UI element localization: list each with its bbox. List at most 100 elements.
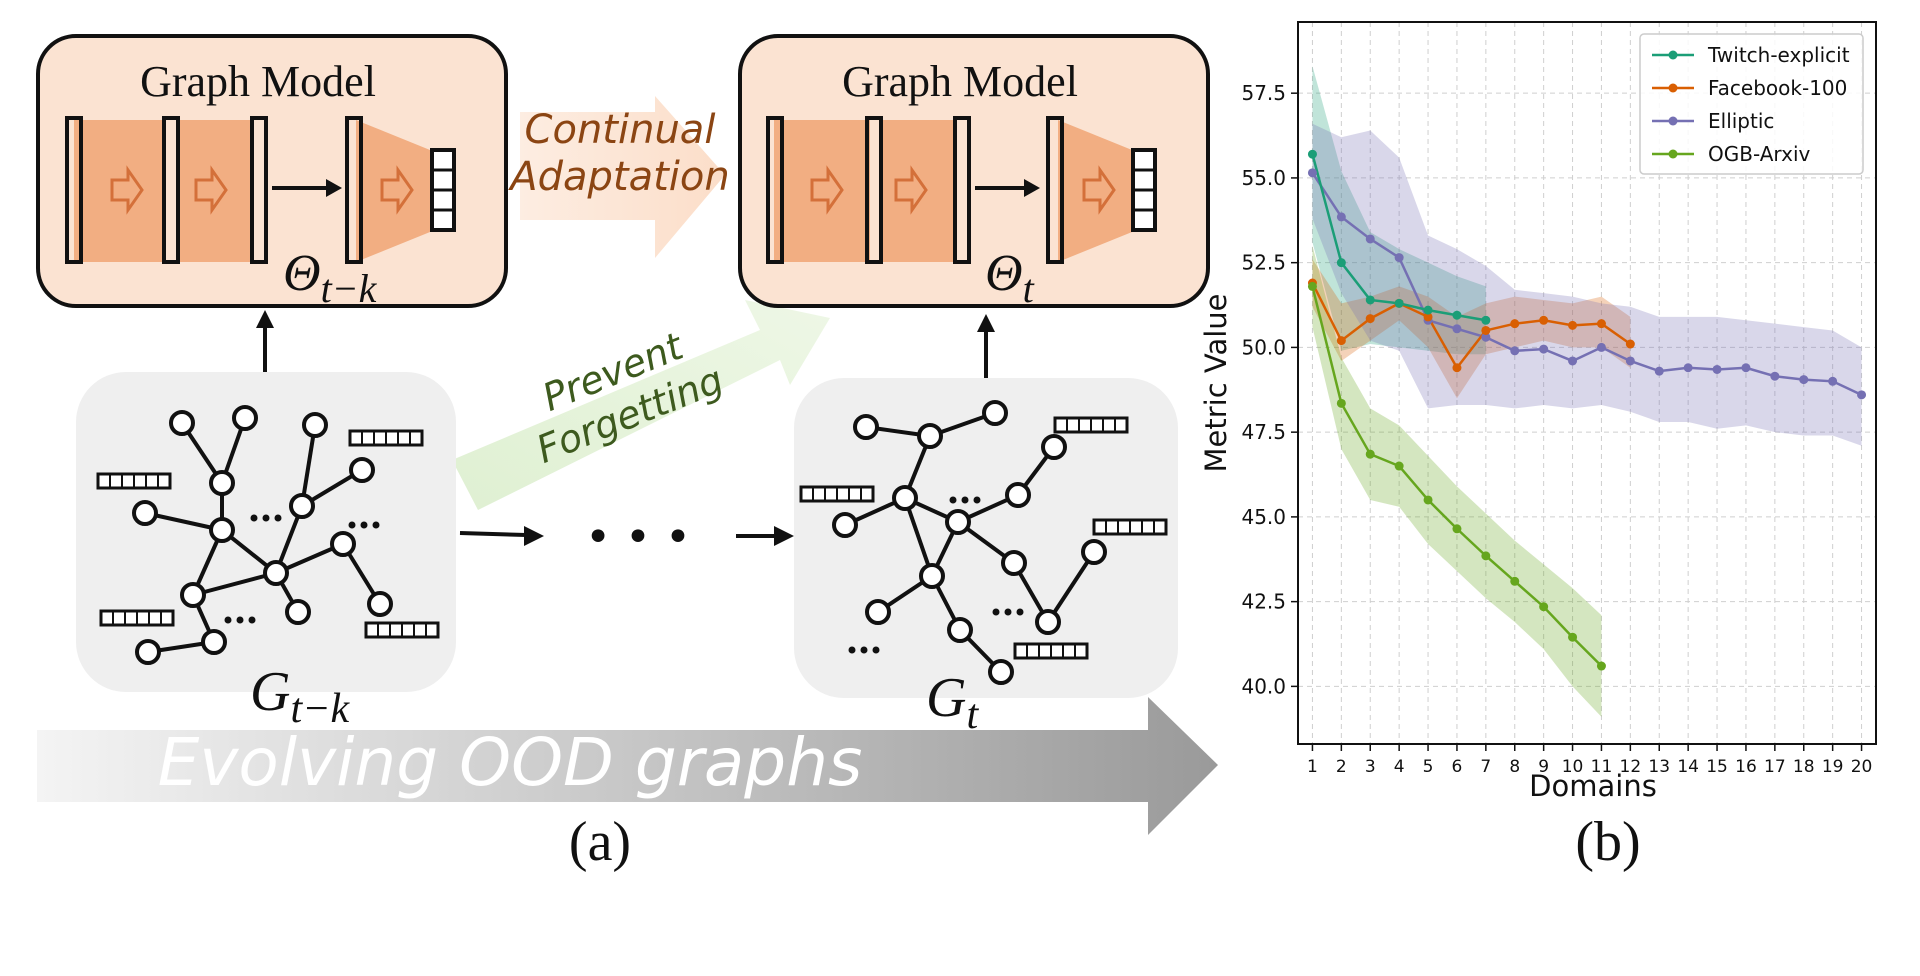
point-facebook-100	[1452, 363, 1462, 373]
point-elliptic	[1799, 375, 1809, 385]
chart-xlabel: Domains	[1529, 769, 1657, 803]
point-facebook-100	[1423, 312, 1433, 322]
point-elliptic	[1307, 168, 1317, 178]
x-tick-label: 5	[1423, 757, 1434, 777]
point-ogb-arxiv	[1452, 524, 1462, 534]
evolving-label: Evolving OOD graphs	[158, 724, 863, 801]
chart-ylabel: Metric Value	[1199, 293, 1233, 472]
chart-legend: Twitch-explicitFacebook-100EllipticOGB-A…	[1639, 33, 1864, 175]
point-elliptic	[1683, 363, 1693, 373]
point-ogb-arxiv	[1365, 449, 1375, 459]
band-facebook-100	[1312, 259, 1631, 399]
x-tick-label: 1	[1307, 757, 1318, 777]
x-tick-label: 11	[1591, 757, 1613, 777]
point-facebook-100	[1481, 325, 1491, 335]
point-elliptic	[1770, 371, 1780, 381]
sequence-arrow-2	[736, 526, 794, 546]
line-facebook-100	[1311, 282, 1632, 370]
x-tick-label: 14	[1677, 757, 1699, 777]
legend-label: Facebook-100	[1708, 76, 1847, 100]
prevent-forgetting-arrow	[452, 300, 830, 510]
point-elliptic	[1857, 390, 1867, 400]
point-elliptic	[1510, 346, 1520, 356]
evolving-arrow	[37, 697, 1218, 835]
point-elliptic	[1596, 342, 1606, 352]
legend-marker	[1668, 116, 1678, 126]
x-tick-label: 9	[1538, 757, 1549, 777]
x-tick-label: 15	[1706, 757, 1728, 777]
point-elliptic	[1712, 364, 1722, 374]
x-tick-label: 17	[1764, 757, 1786, 777]
point-ogb-arxiv	[1394, 461, 1404, 471]
point-elliptic	[1365, 234, 1375, 244]
point-facebook-100	[1510, 319, 1520, 329]
legend-label: Twitch-explicit	[1707, 43, 1850, 67]
point-ogb-arxiv	[1481, 551, 1491, 561]
point-ogb-arxiv	[1307, 281, 1317, 291]
y-tick-label: 55.0	[1241, 166, 1286, 190]
x-tick-label: 16	[1735, 757, 1757, 777]
x-tick-label: 7	[1480, 757, 1491, 777]
point-facebook-100	[1568, 320, 1578, 330]
chart-yticks: 40.042.545.047.550.052.555.057.5	[1241, 81, 1298, 698]
up-arrow-right	[977, 314, 995, 378]
x-tick-label: 18	[1793, 757, 1815, 777]
point-ogb-arxiv	[1336, 398, 1346, 408]
point-elliptic	[1336, 212, 1346, 222]
point-facebook-100	[1365, 314, 1375, 324]
chart-points	[1307, 149, 1867, 671]
legend-label: OGB-Arxiv	[1708, 142, 1810, 166]
x-tick-label: 19	[1822, 757, 1844, 777]
point-twitch-explicit	[1394, 298, 1404, 308]
panel-a: Evolving OOD graphs Continual Adaptation…	[36, 34, 1218, 873]
point-facebook-100	[1336, 336, 1346, 346]
x-tick-label: 8	[1509, 757, 1520, 777]
graph-model-right: Graph Model Θt	[738, 34, 1210, 311]
graph-model-left: Graph Model Θt−k	[36, 34, 508, 311]
point-elliptic	[1452, 324, 1462, 334]
graph-right-label: Gt	[926, 667, 979, 738]
theta-left: Θt−k	[283, 245, 378, 311]
model-right-title: Graph Model	[842, 57, 1078, 106]
legend-marker	[1668, 50, 1678, 60]
legend-marker	[1668, 149, 1678, 159]
y-tick-label: 57.5	[1241, 81, 1286, 105]
line-elliptic	[1311, 172, 1863, 396]
caption-a: (a)	[569, 811, 631, 873]
y-tick-label: 42.5	[1241, 590, 1286, 614]
y-tick-label: 50.0	[1241, 335, 1286, 359]
legend-marker	[1668, 83, 1678, 93]
point-twitch-explicit	[1365, 295, 1375, 305]
point-twitch-explicit	[1336, 258, 1346, 268]
point-elliptic	[1481, 332, 1491, 342]
sequence-ellipsis: • • •	[585, 512, 691, 563]
graph-left-label: Gt−k	[250, 661, 350, 732]
y-tick-label: 47.5	[1241, 420, 1286, 444]
point-elliptic	[1625, 356, 1635, 366]
point-elliptic	[1741, 363, 1751, 373]
point-elliptic	[1394, 253, 1404, 263]
x-tick-label: 20	[1851, 757, 1873, 777]
point-ogb-arxiv	[1596, 661, 1606, 671]
point-facebook-100	[1596, 319, 1606, 329]
point-elliptic	[1568, 356, 1578, 366]
theta-right: Θt	[985, 245, 1035, 311]
point-twitch-explicit	[1481, 315, 1491, 325]
point-ogb-arxiv	[1423, 495, 1433, 505]
point-ogb-arxiv	[1510, 576, 1520, 586]
band-ogb-arxiv	[1312, 245, 1602, 717]
y-tick-label: 45.0	[1241, 505, 1286, 529]
legend-label: Elliptic	[1708, 109, 1774, 133]
model-left-title: Graph Model	[140, 57, 376, 106]
point-facebook-100	[1625, 339, 1635, 349]
x-tick-label: 3	[1365, 757, 1376, 777]
point-elliptic	[1654, 366, 1664, 376]
continual-adaptation-arrow	[520, 96, 725, 258]
band-elliptic	[1312, 123, 1862, 446]
y-tick-label: 40.0	[1241, 674, 1286, 698]
x-tick-label: 10	[1562, 757, 1584, 777]
point-ogb-arxiv	[1568, 632, 1578, 642]
